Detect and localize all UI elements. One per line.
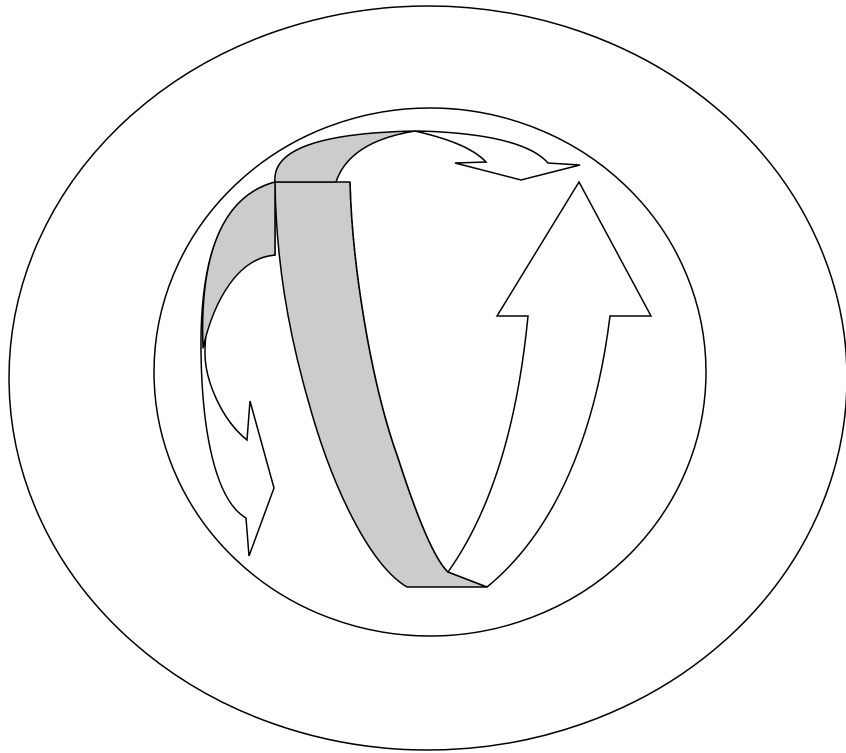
small-top-right-arrow bbox=[415, 131, 580, 180]
large-up-arrow bbox=[448, 182, 651, 587]
gray-top-ribbon bbox=[275, 131, 415, 182]
gray-curved-ribbon bbox=[275, 182, 487, 587]
gray-left-shade bbox=[203, 182, 275, 348]
outer-ellipse bbox=[9, 6, 846, 750]
